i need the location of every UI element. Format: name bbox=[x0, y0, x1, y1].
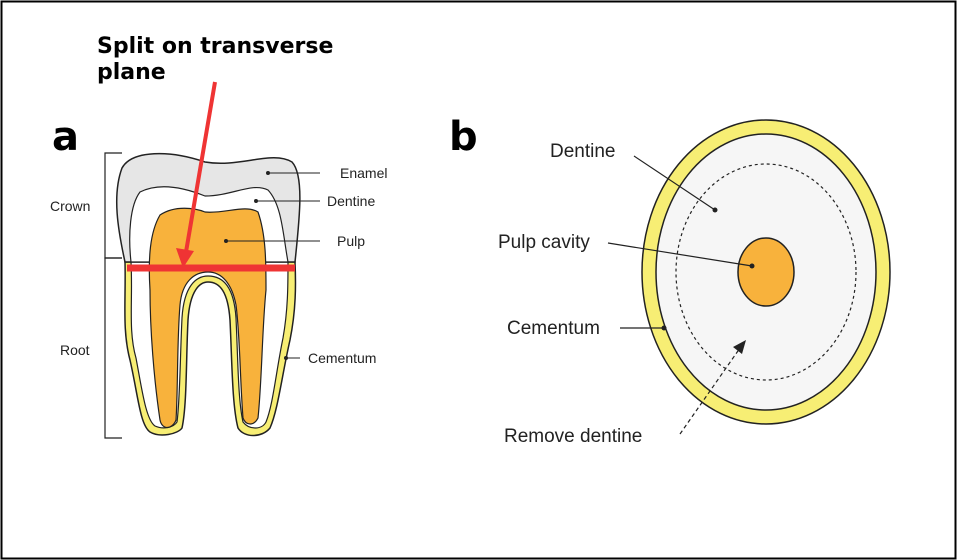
pulp-label: Pulp bbox=[337, 233, 365, 249]
panel-b-letter: b bbox=[449, 114, 478, 160]
crown-label: Crown bbox=[50, 198, 90, 214]
split-title-line1: Split on transverse bbox=[97, 34, 333, 59]
enamel-label: Enamel bbox=[340, 165, 387, 181]
pulp-cavity bbox=[738, 238, 794, 306]
cementum-b-leader-dot bbox=[662, 326, 667, 331]
remove-dentine-label: Remove dentine bbox=[504, 426, 642, 447]
pulp-cavity-label: Pulp cavity bbox=[498, 232, 590, 253]
dentine-a-label: Dentine bbox=[327, 193, 375, 209]
cementum-a-leader-dot bbox=[284, 356, 288, 360]
enamel-leader-dot bbox=[266, 171, 270, 175]
dentine-a-leader-dot bbox=[254, 199, 258, 203]
cementum-a-label: Cementum bbox=[308, 350, 376, 366]
dentine-b-leader-dot bbox=[713, 208, 718, 213]
split-title-line2: plane bbox=[97, 60, 166, 85]
pulp-cavity-leader-dot bbox=[750, 264, 755, 269]
panel-a-letter: a bbox=[52, 114, 79, 160]
cementum-b-label: Cementum bbox=[507, 318, 600, 339]
pulp-leader-dot bbox=[224, 239, 228, 243]
root-label: Root bbox=[60, 342, 90, 358]
dentine-b-label: Dentine bbox=[550, 141, 616, 162]
